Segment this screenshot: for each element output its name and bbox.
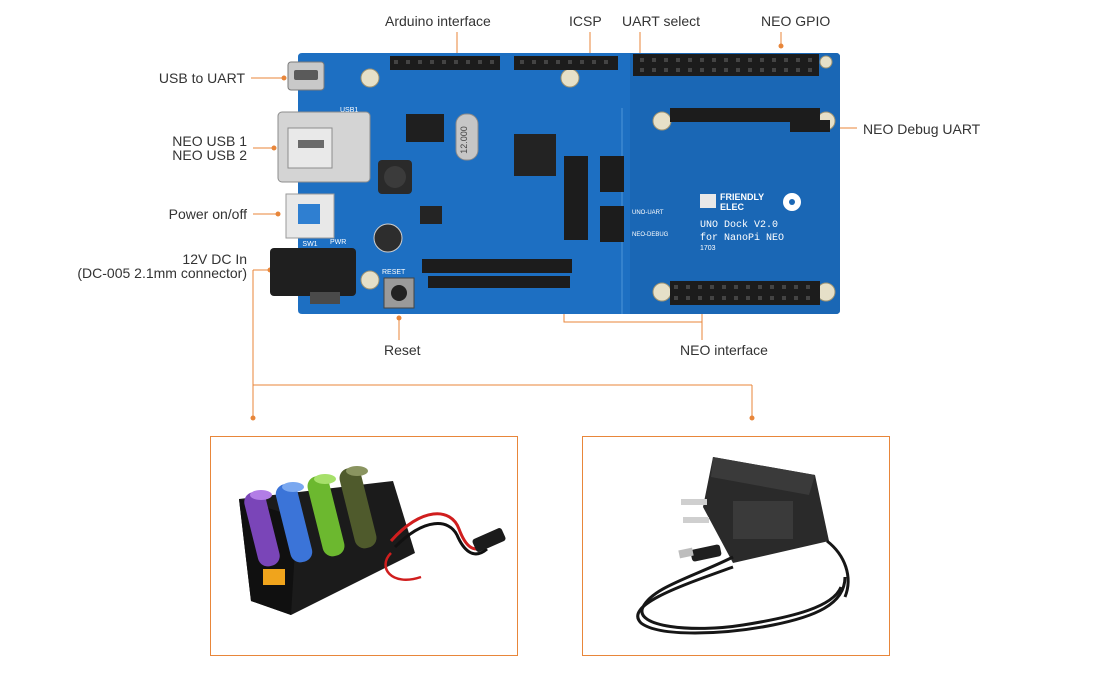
uno-dock-board: 12.000 SW1 PWR USB1 RESET FRIENDLY ELEC … <box>270 53 840 314</box>
brand-line2: ELEC <box>720 202 745 212</box>
battery-pack-frame <box>210 436 518 656</box>
callout-power-on-off: Power on/off <box>168 206 247 222</box>
callout-neo-usb-1: NEO USB 1 <box>172 133 247 149</box>
callout-neo-gpio: NEO GPIO <box>761 13 831 29</box>
model-line1: UNO Dock V2.0 <box>700 219 778 231</box>
callout-dc-in-connector: (DC-005 2.1mm connector) <box>77 265 247 281</box>
callout-arduino-interface: Arduino interface <box>385 13 491 29</box>
callout-neo-interface: NEO interface <box>680 342 768 358</box>
callout-icsp: ICSP <box>569 13 602 29</box>
battery-pack-image <box>239 466 506 615</box>
crystal-label: 12.000 <box>459 126 469 154</box>
brand-line1: FRIENDLY <box>720 192 764 202</box>
power-adapter-frame <box>582 436 890 656</box>
callout-reset: Reset <box>384 342 421 358</box>
callout-uart-select: UART select <box>622 13 701 29</box>
power-adapter-image <box>636 457 850 635</box>
uno-uart-silk: UNO-UART <box>632 210 664 216</box>
revision-silk: 1703 <box>700 245 716 252</box>
callout-usb-to-uart: USB to UART <box>158 70 245 86</box>
model-line2: for NanoPi NEO <box>700 232 784 244</box>
sw1-silk: SW1 <box>302 241 317 248</box>
callout-dc-in: 12V DC In <box>182 251 247 267</box>
neo-debug-silk: NEO-DEBUG <box>632 232 669 238</box>
callout-neo-usb-2: NEO USB 2 <box>172 147 247 163</box>
reset-silk: RESET <box>382 269 406 276</box>
callout-neo-debug-uart: NEO Debug UART <box>863 121 981 137</box>
pwr-silk: PWR <box>330 239 346 246</box>
usb1-silk: USB1 <box>340 107 358 114</box>
